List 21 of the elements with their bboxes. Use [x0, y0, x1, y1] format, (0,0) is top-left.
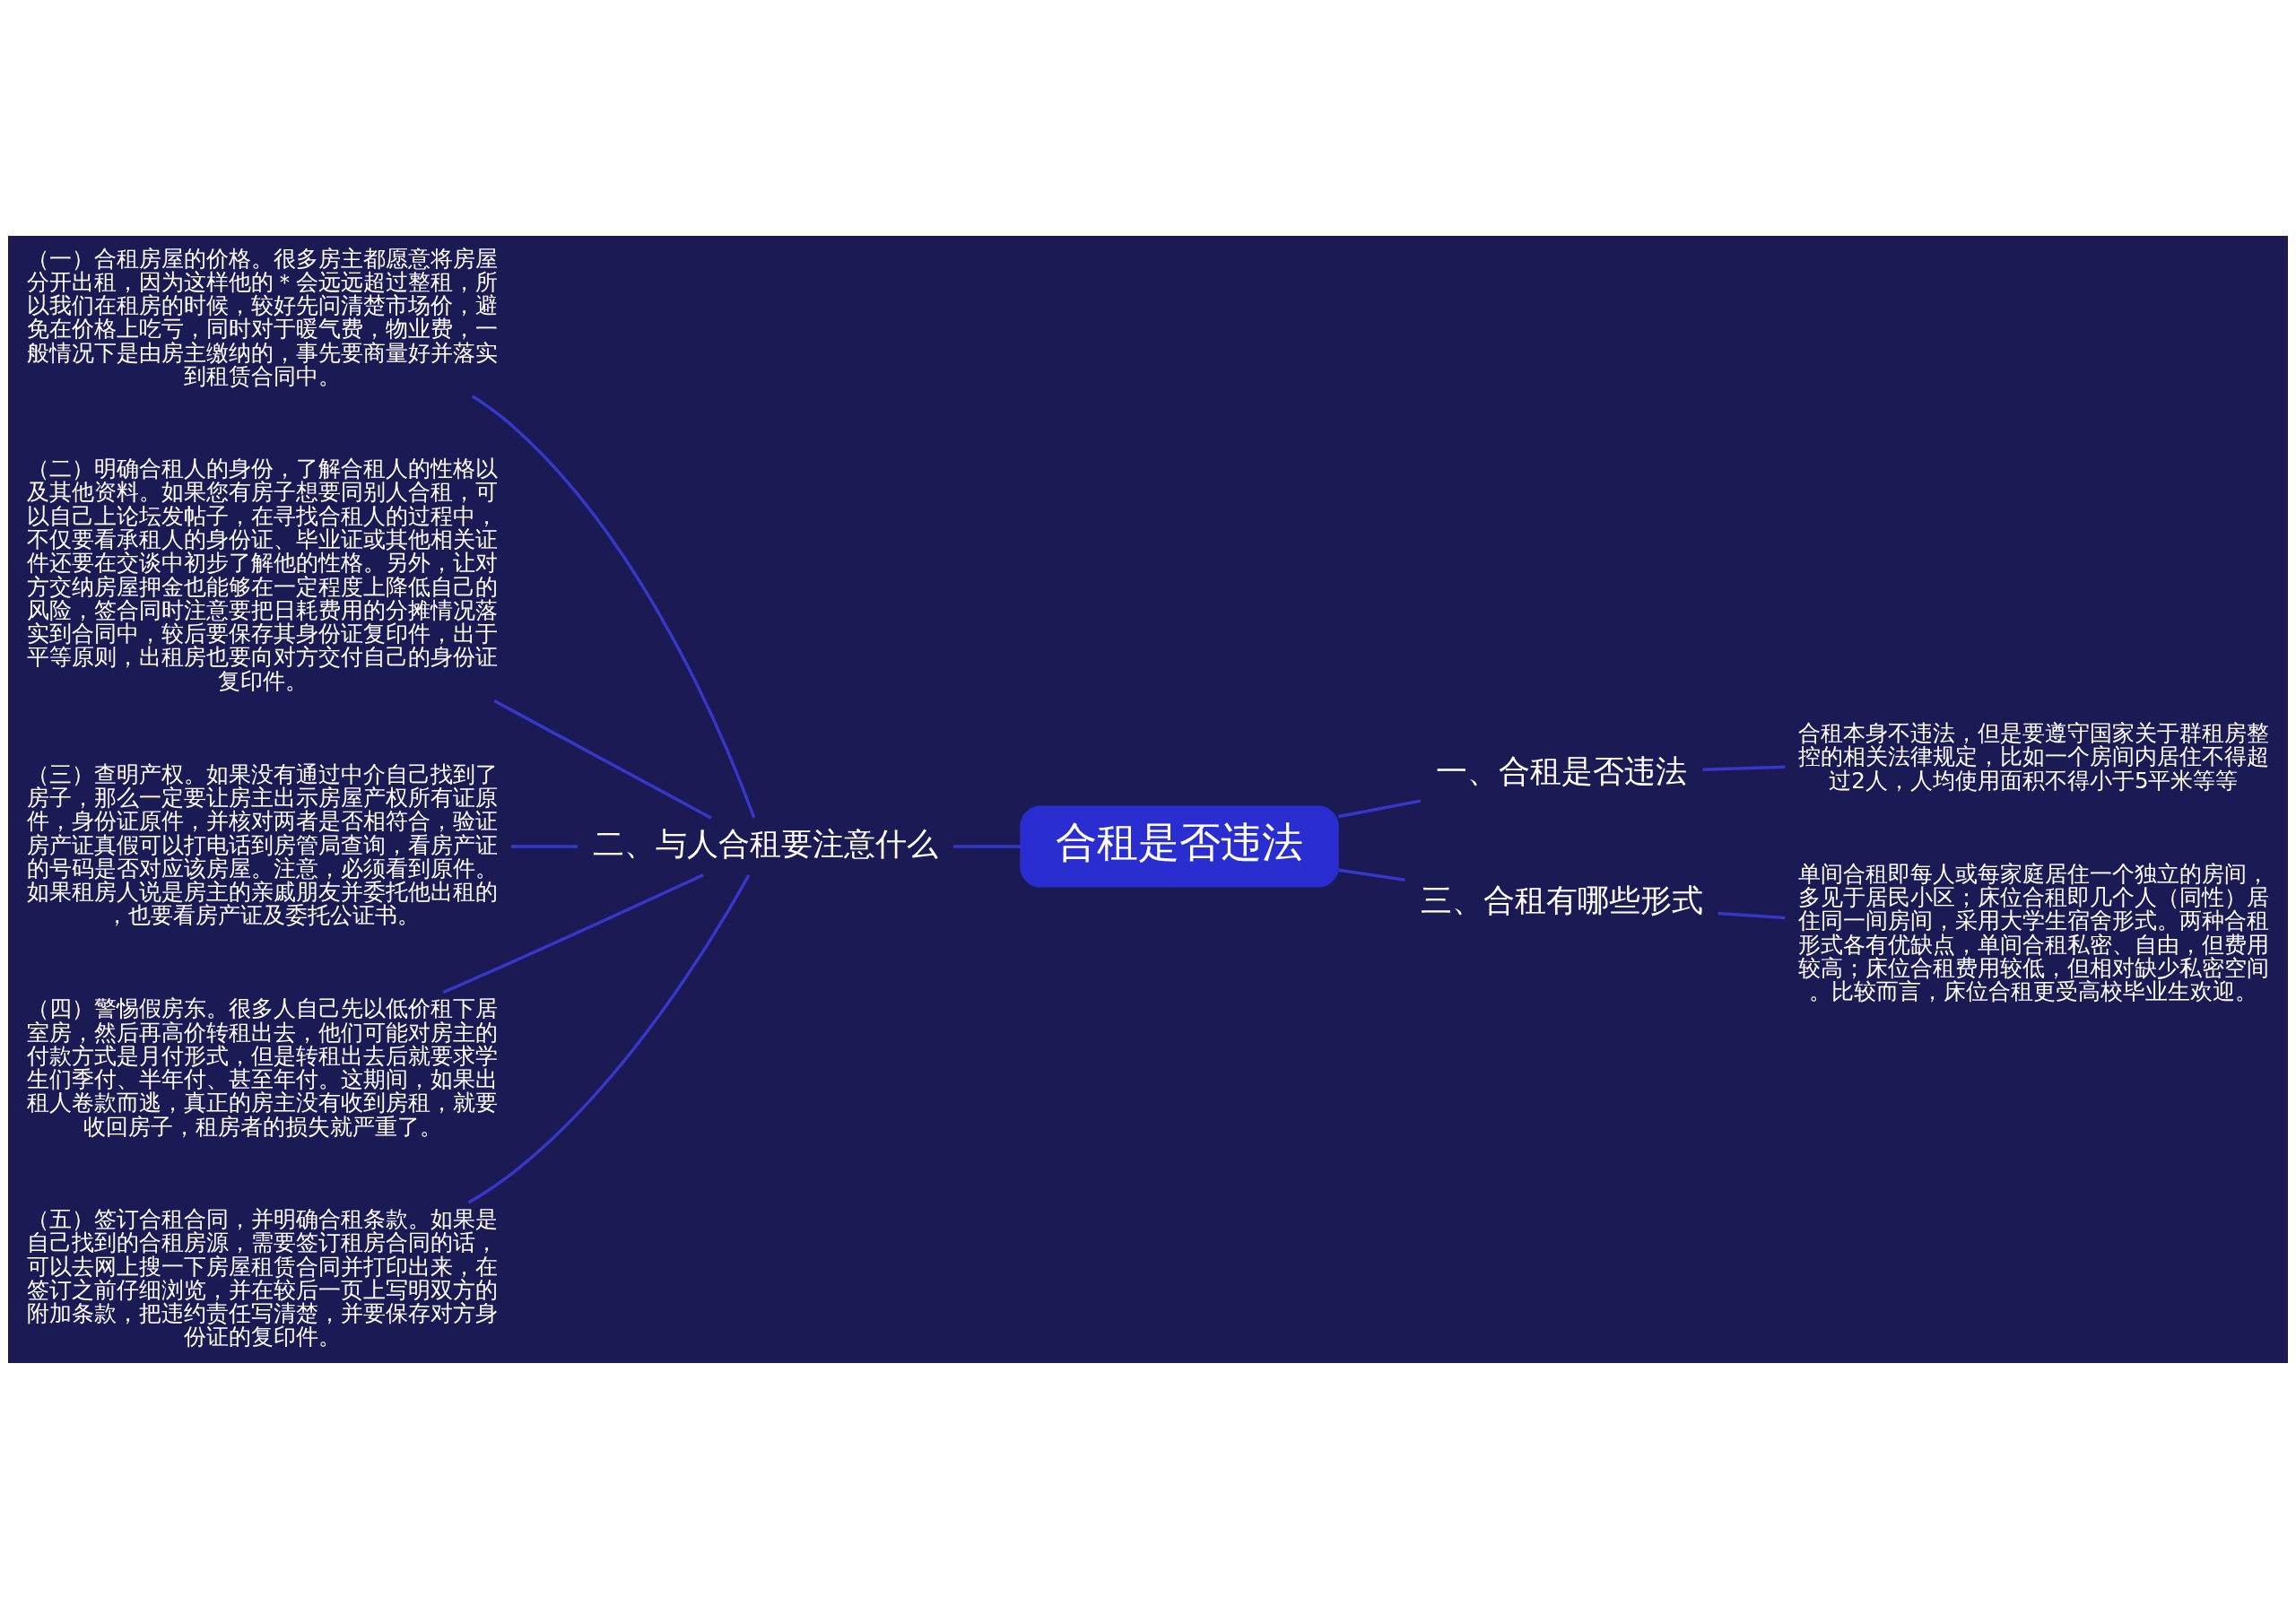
- node-text: 合租本身不违法，但是要遵守国家关于群租房整控的相关法律规定，比如一个房间内居住不得超过2人，人均使用面积不得小于5平米等等: [1797, 719, 2269, 794]
- node-text: （五）签订合租合同，并明确合租条款。如果是自己找到的合租房源，需要签订租房合同的话，可以去网上搜一下房屋租赁合同并打印出来，在签订之前仔细浏览，并在较后一页上写明双方的附加条款，把违约责任写清楚，并要保存对方身份证的复印件。: [27, 1205, 499, 1350]
- node-text: （四）警惕假房东。很多人自己先以低价租下居室房，然后再高价转租出去，他们可能对房主的付款方式是月付形式，但是转租出去后就要求学生们季付、半年付、甚至年付。这期间，如果出租人卷款而逃，真正的房主没有收到房租，就要收回房子，租房者的损失就严重了。: [27, 994, 499, 1140]
- node-text: 三、合租有哪些形式: [1420, 882, 1703, 918]
- connector: [1338, 867, 1405, 882]
- connector: [493, 699, 712, 820]
- node-text: （二）明确合租人的身份，了解合租人的性格以及其他资料。如果您有房子想要同别人合租，可以自己上论坛发帖子，在寻找合租人的过程中，不仅要看承租人的身份证、毕业证或其他相关证件还要在交谈中初步了解他的性格。另外，让对方交纳房屋押金也能够在一定程度上降低自己的风险，签合同时注意要把日耗费用的分摊情况落实到合同中，较后要保存其身份证复印件，出于平等原则，出租房也要向对方交付自己的身份证复印件。: [27, 455, 499, 694]
- connector: [442, 873, 704, 994]
- connector: [1702, 764, 1786, 771]
- node-text: 二、与人合租要注意什么: [593, 825, 939, 862]
- connector: [510, 844, 578, 848]
- node-text: 单间合租即每人或每家庭居住一个独立的房间，多见于居民小区；床位合租即几个人（同性）居住同一间房间，采用大学生宿舍形式。两种合租形式各有优缺点，单间合租私密、自由，但费用较高；床位合租费用较低，但相对缺少私密空间。比较而言，床位合租更受高校毕业生欢迎。: [1797, 860, 2269, 1004]
- connector: [1338, 798, 1422, 818]
- node-text: 一、合租是否违法: [1436, 752, 1688, 789]
- node-box: 合租是否违法: [1020, 805, 1339, 888]
- node-text: （三）查明产权。如果没有通过中介自己找到了房子，那么一定要让房主出示房屋产权所有证原件，身份证原件，并核对两者是否相符合，验证房产证真假可以打电话到房管局查询，看房产证的号码是否对应该房屋。注意，必须看到原件。如果租房人说是房主的亲戚朋友并委托他出租的，也要看房产证及委托公证书。: [27, 760, 499, 928]
- connector: [1718, 911, 1786, 919]
- node-text: （一）合租房屋的价格。很多房主都愿意将房屋分开出租，因为这样他的＊会远远超过整租，所以我们在租房的时候，较好先问清楚市场价，避免在价格上吃亏，同时对于暖气费，物业费，一般情况下是由房主缴纳的，事先要商量好并落实到租赁合同中。: [27, 245, 499, 389]
- connector: [952, 844, 1021, 848]
- connector: [471, 394, 756, 819]
- connector: [467, 873, 751, 1204]
